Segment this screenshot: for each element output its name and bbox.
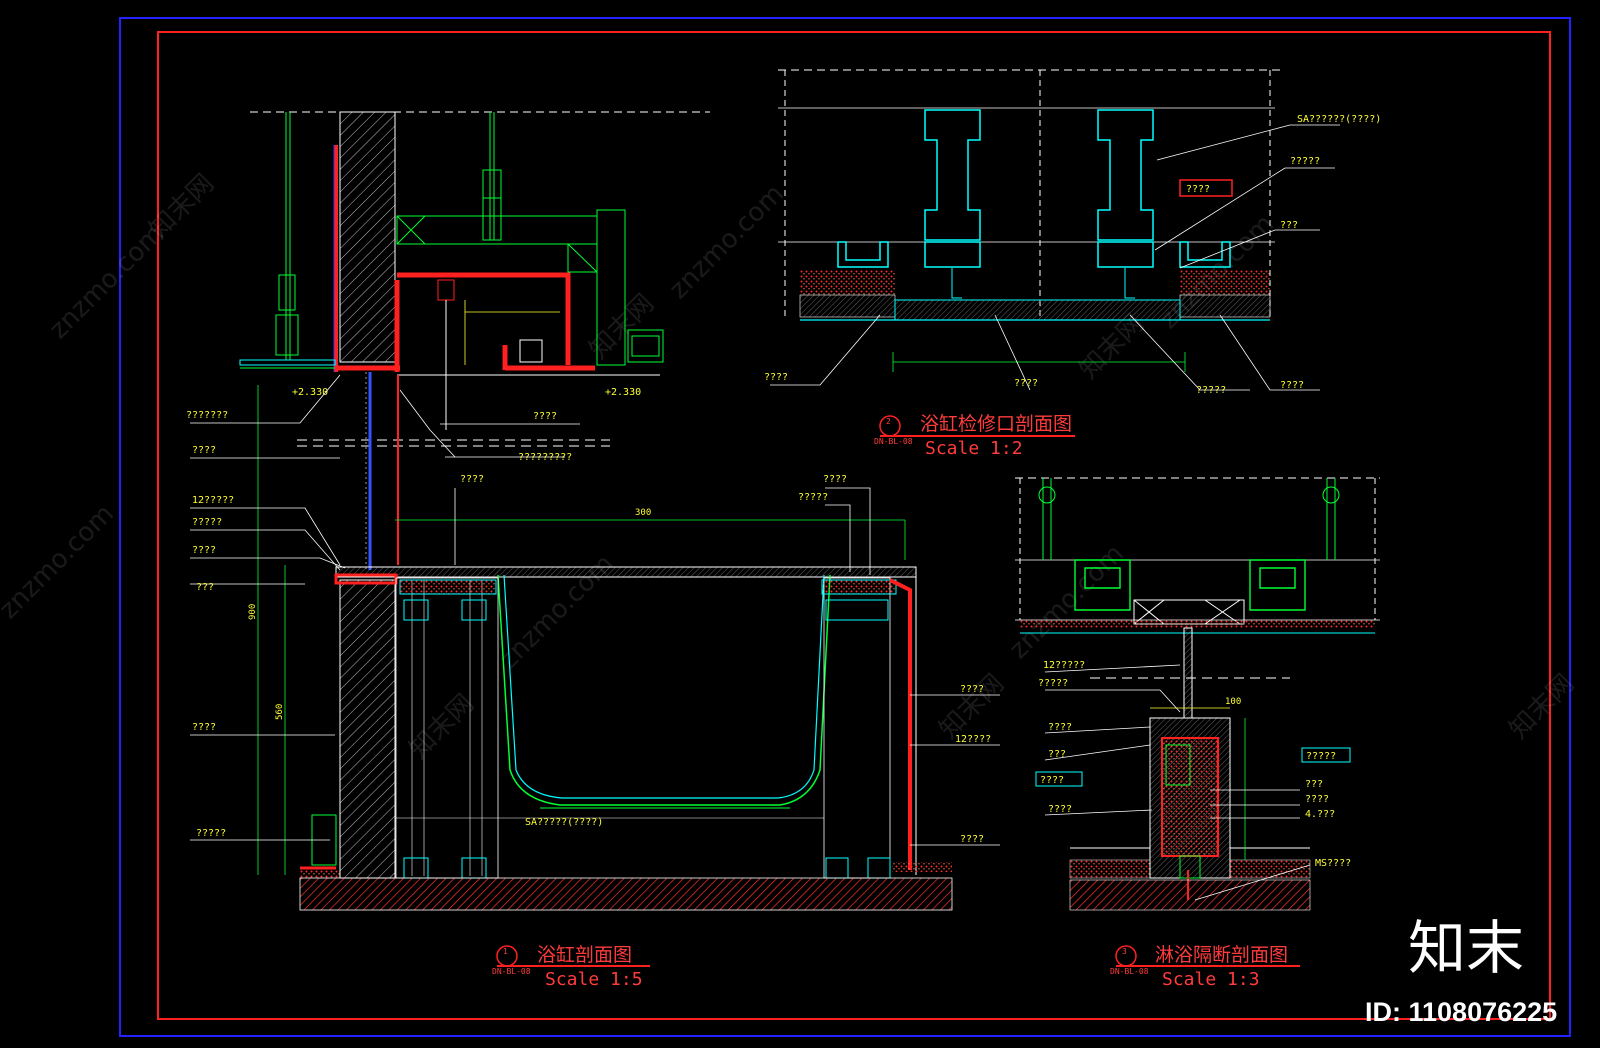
access-label: ???? <box>1014 378 1038 389</box>
access-label: ????? <box>1196 385 1226 396</box>
watermark-layer: znzmo.com 知末网 znzmo.com 知末网 znzmo.com zn… <box>0 169 1580 765</box>
bathtub-mid-label: ???? <box>533 411 557 422</box>
drawing-title: 浴缸检修口剖面图 <box>920 413 1072 435</box>
level-mark: +2.330 <box>292 387 328 398</box>
drawing-title: 浴缸剖面图 <box>537 944 632 966</box>
access-label: ???? <box>764 372 788 383</box>
access-label: SA??????(????) <box>1297 114 1381 125</box>
drawing-title: 淋浴隔断剖面图 <box>1155 944 1288 966</box>
watermark-text: znzmo.com <box>1004 539 1130 665</box>
dimension-text: 100 <box>1225 697 1241 707</box>
access-box-label: ???? <box>1186 184 1210 195</box>
shower-right-label: MS???? <box>1315 858 1351 869</box>
bathtub-left-label: ????? <box>192 517 222 528</box>
bathtub-left-label: ??????? <box>186 410 228 421</box>
bathtub-right-label: ???? <box>960 684 984 695</box>
drawing-scale: Scale 1:2 <box>925 438 1023 459</box>
watermark-text: znzmo.com <box>0 499 120 625</box>
level-mark: +2.330 <box>605 387 641 398</box>
sheet-ref: DN-BL-08 <box>874 437 913 446</box>
shower-right-label: ???? <box>1305 794 1329 805</box>
inner-frame-red <box>157 31 1551 1020</box>
outer-frame-blue <box>119 17 1571 1037</box>
bathtub-right-label: 12???? <box>955 734 991 745</box>
bathtub-right-label: ???? <box>960 834 984 845</box>
watermark-text: 知末网 <box>584 289 660 365</box>
watermark-text: znzmo.com <box>44 219 170 345</box>
bathtub-left-label: ???? <box>192 722 216 733</box>
shower-left-label: 12????? <box>1043 660 1085 671</box>
shower-partition-section-drawing: 100 12????? ????? ???? ??? ???? ???? ???… <box>1015 477 1380 911</box>
dimension-text: 560 <box>275 704 285 720</box>
shower-left-label: ????? <box>1038 678 1068 689</box>
access-panel-section-drawing: ???? SA??????(????) ????? ??? ???? ???? … <box>764 69 1381 396</box>
shower-left-label: ??? <box>1048 749 1066 760</box>
watermark-text: 知末网 <box>404 689 480 765</box>
shower-left-label: ???? <box>1048 722 1072 733</box>
bathtub-left-label: 12????? <box>192 495 234 506</box>
access-label: ??? <box>1280 220 1298 231</box>
bathtub-inner-label: SA?????(????) <box>525 817 603 828</box>
bathtub-left-label: ???? <box>192 445 216 456</box>
bathtub-mid-label: ????????? <box>518 452 572 463</box>
shower-left-label: ???? <box>1048 804 1072 815</box>
sheet-ref: DN-BL-08 <box>1110 967 1149 976</box>
bathtub-left-label: ??? <box>196 582 214 593</box>
shower-right-label: ??? <box>1305 779 1323 790</box>
dimension-text: 300 <box>635 508 651 518</box>
watermark-text: 知末网 <box>1504 669 1580 745</box>
drawing-title-3: 3 DN-BL-08 淋浴隔断剖面图 Scale 1:3 <box>1110 944 1300 990</box>
bathtub-section-drawing: +2.330 +2.330 SA?????( <box>186 111 1000 911</box>
access-label: ???? <box>1280 380 1304 391</box>
sheet-ref: DN-BL-08 <box>492 967 531 976</box>
drawing-title-1: 1 DN-BL-08 浴缸剖面图 Scale 1:5 <box>492 944 650 990</box>
shower-right-label: 4.??? <box>1305 809 1335 820</box>
bathtub-top-label: ????? <box>798 492 828 503</box>
dimension-text: 900 <box>248 604 258 620</box>
drawing-title-2: 2 DN-BL-08 浴缸检修口剖面图 Scale 1:2 <box>874 413 1075 459</box>
drawing-number: 3 <box>1122 947 1127 956</box>
access-label: ????? <box>1290 156 1320 167</box>
bathtub-left-label: ????? <box>196 828 226 839</box>
drawing-scale: Scale 1:5 <box>545 969 643 990</box>
shower-box-right: ????? <box>1306 751 1336 762</box>
brand-logo: 知末 <box>1408 914 1524 982</box>
bathtub-mid-label: ???? <box>460 474 484 485</box>
watermark-text: znzmo.com <box>664 179 790 305</box>
bathtub-left-label: ???? <box>192 545 216 556</box>
drawing-scale: Scale 1:3 <box>1162 969 1260 990</box>
drawing-number: 2 <box>886 417 891 426</box>
id-text: ID: 1108076225 <box>1365 997 1557 1027</box>
watermark-text: 知末网 <box>144 169 220 245</box>
bathtub-top-label: ???? <box>823 474 847 485</box>
shower-box-left: ???? <box>1040 775 1064 786</box>
drawing-number: 1 <box>503 947 508 956</box>
